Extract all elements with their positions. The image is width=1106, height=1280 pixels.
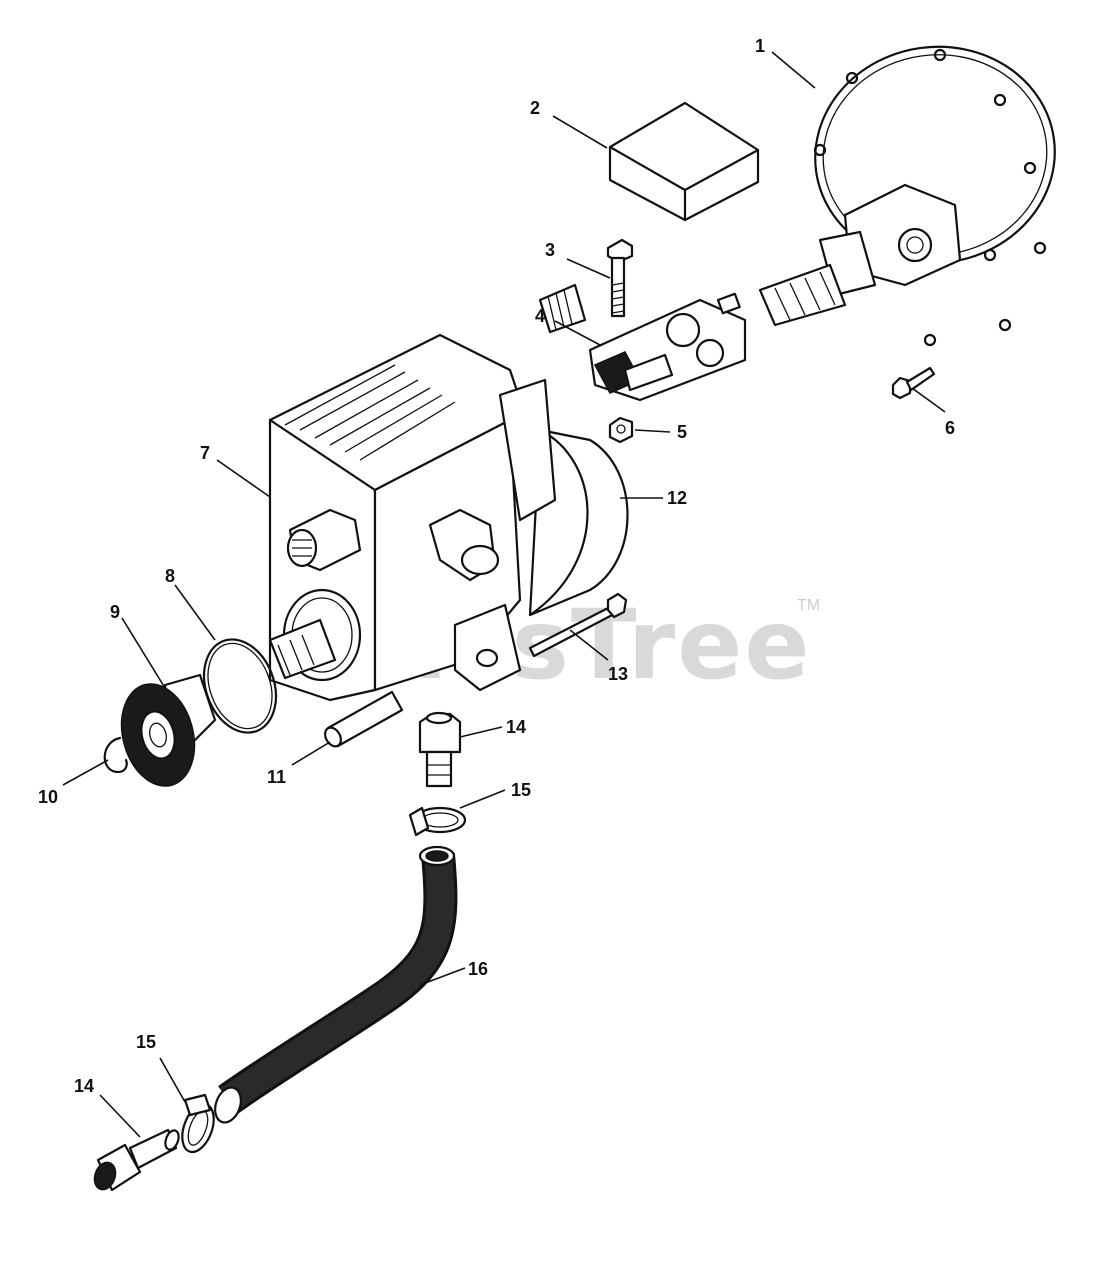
part-5-nut xyxy=(608,416,634,444)
callout-15-upper: 15 xyxy=(511,780,531,800)
part-3-bolt xyxy=(606,238,634,318)
callout-9: 9 xyxy=(110,602,120,622)
part-15-clamp-lower xyxy=(181,1093,215,1154)
callout-8: 8 xyxy=(165,566,175,586)
watermark-trademark: TM xyxy=(797,597,820,614)
part-2-block xyxy=(608,101,760,222)
callout-7: 7 xyxy=(200,443,210,463)
callout-14-upper: 14 xyxy=(506,717,526,737)
callout-2: 2 xyxy=(530,98,540,118)
part-1-mounting-plate xyxy=(758,45,1056,347)
callout-11: 11 xyxy=(267,767,286,787)
part-14-fitting-upper xyxy=(418,711,462,788)
part-7-gearbox xyxy=(268,283,587,702)
part-10-snap-ring xyxy=(103,736,128,774)
callout-3: 3 xyxy=(545,240,555,260)
callout-10: 10 xyxy=(38,787,58,807)
leader-lines xyxy=(62,51,946,1138)
callout-labels: 1 2 3 4 5 6 7 8 9 10 11 12 13 14 15 16 1… xyxy=(38,36,955,1096)
part-14-fitting-lower xyxy=(93,1128,180,1192)
callout-13: 13 xyxy=(608,664,628,684)
callout-1: 1 xyxy=(755,36,765,56)
callout-15-lower: 15 xyxy=(136,1032,156,1052)
part-12-housing-cylinder xyxy=(528,428,629,617)
part-4-coupler xyxy=(588,292,747,402)
part-6-screw xyxy=(891,366,936,400)
callout-5: 5 xyxy=(677,422,687,442)
callout-16: 16 xyxy=(468,959,488,979)
callout-4: 4 xyxy=(535,306,545,326)
part-15-clamp-upper xyxy=(408,806,467,837)
part-16-hose xyxy=(214,845,458,1124)
part-13-long-bolt xyxy=(528,592,628,658)
callout-6: 6 xyxy=(945,418,955,438)
callout-14-lower: 14 xyxy=(74,1076,94,1096)
part-9-bevel-gear xyxy=(120,673,217,787)
callout-12: 12 xyxy=(667,488,687,508)
